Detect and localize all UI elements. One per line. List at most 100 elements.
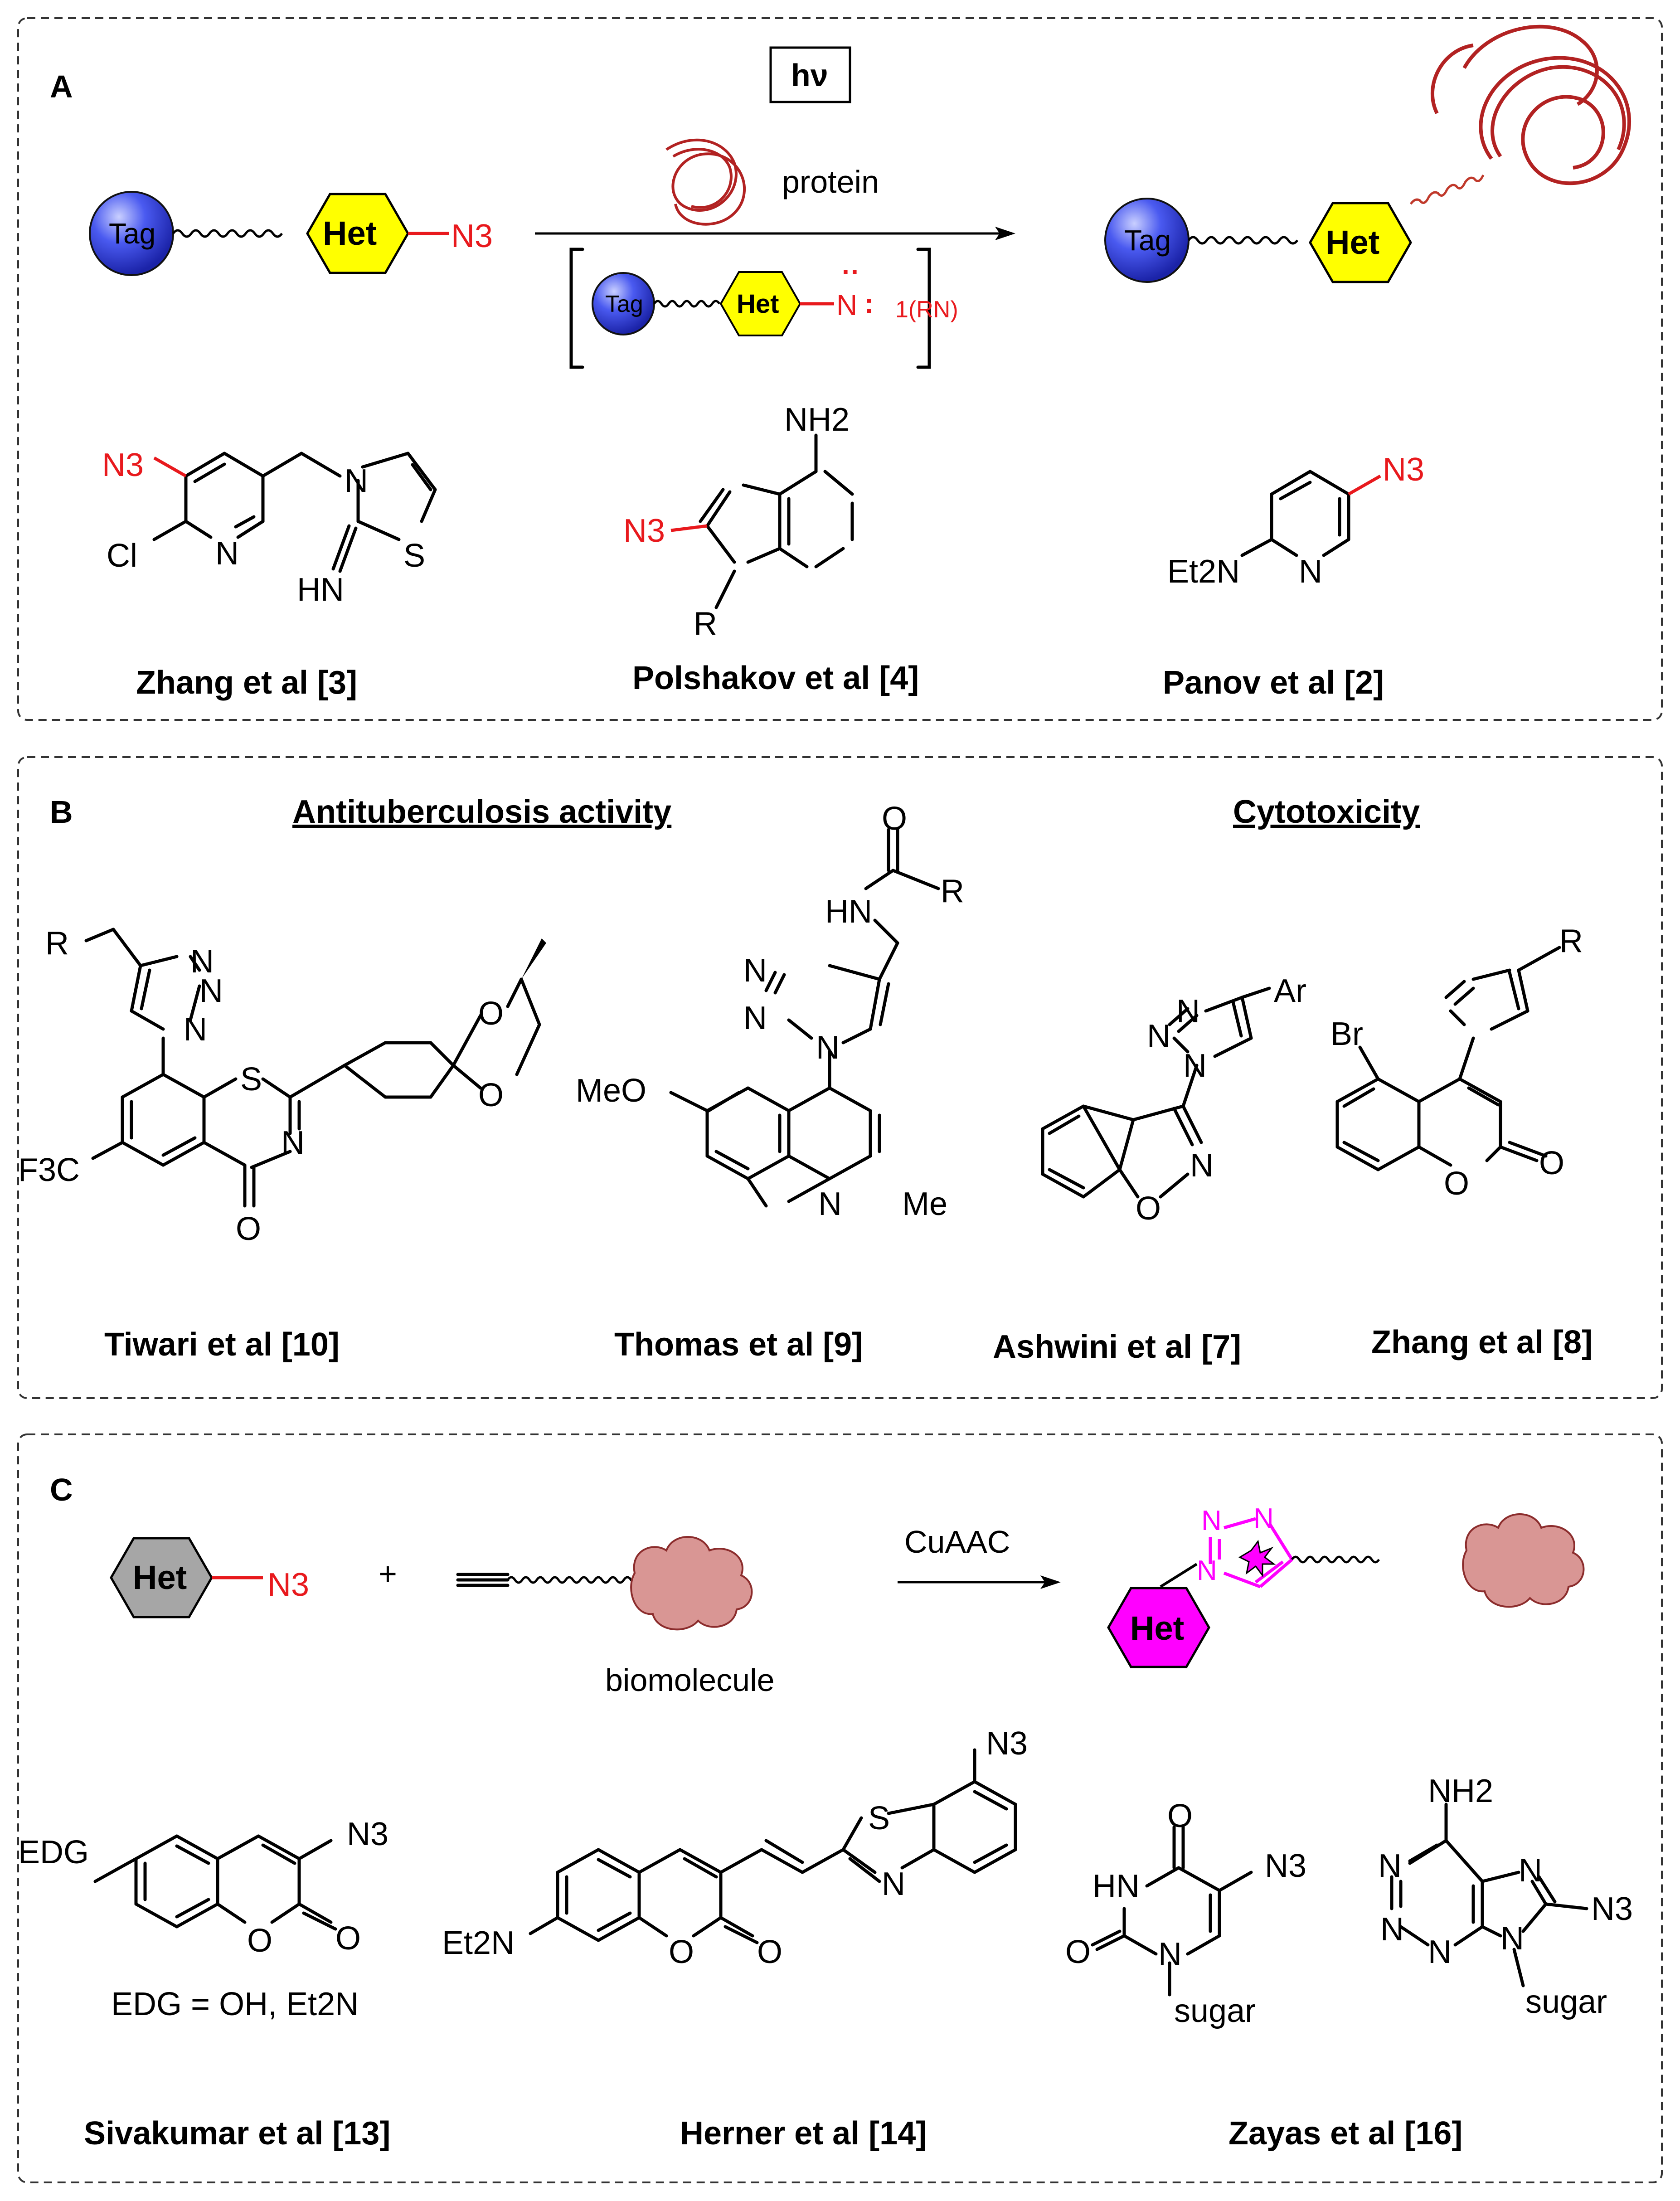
herner-14-structure: N3 S N Et2N O O [442,1725,1028,1970]
panel-a-frame [17,17,1663,721]
zhang3-n-thiazole: N [345,463,368,499]
thomas-n2: N [743,1000,767,1036]
linker-wavy-small [653,300,721,308]
thomas-n3: N [816,1030,840,1066]
reaction-arrowhead [995,227,1015,240]
tiwari-s: S [240,1061,262,1098]
tiwari-o: O [236,1211,261,1247]
tiwari-o1: O [478,996,504,1032]
zayas-n-a5: N [1500,1920,1524,1957]
tag-label-product: Tag [1124,224,1171,257]
tiwari-cf3: F3C [18,1152,80,1188]
panel-c: C Het N3 + biomolecule CuAAC N [17,1433,1663,2183]
sivakumar-edg-note: EDG = OH, Et2N [111,1986,359,2022]
catalysis-star-icon [1238,1540,1276,1578]
ref-panov-2: Panov et al [2] [1163,665,1384,701]
triazole-conjugate-product: N N N Het [1107,1503,1585,1668]
zayas-hn: HN [1092,1868,1140,1905]
tiwari-r: R [45,925,69,962]
ashwini-n1: N [1176,993,1200,1030]
ref-zayas-16: Zayas et al [16] [1228,2115,1462,2152]
ref-thomas-9: Thomas et al [9] [614,1326,863,1363]
azide-label: N3 [451,218,493,254]
thomas-n1: N [743,952,767,989]
plus-sign: + [379,1556,397,1591]
het-label-product: Het [1326,224,1379,261]
ashwini-7-structure: Ar N N N N O [1041,973,1306,1227]
herner-n: N [882,1866,905,1902]
nitrene-state-label: 1(RN) [895,296,958,323]
panel-b-frame [17,756,1663,1399]
het-label: Het [323,214,377,252]
panov-n3: N3 [1383,452,1424,488]
panel-a: A Tag Het N3 hν protein Tag [17,17,1663,721]
tiwari-10-structure: R N N N S N O F3C O O [18,925,546,1247]
nitrene-lone-pair-top: ·· [842,257,860,287]
light-box [769,46,851,103]
zayas-nh2: NH2 [1428,1773,1493,1809]
zayas-n3-uracil: N3 [1265,1848,1306,1884]
sivakumar-n3: N3 [347,1816,388,1852]
het-magenta-label: Het [1130,1609,1184,1647]
ref-zhang-3: Zhang et al [3] [136,665,357,701]
polshakov-r: R [694,606,717,642]
header-cytotoxicity: Cytotoxicity [1233,794,1420,830]
het-label-small: Het [737,289,779,319]
tag-label: Tag [109,217,155,250]
alkyne-biomolecule [456,1536,753,1631]
zhang3-hn: HN [297,572,344,608]
thomas-n4: N [818,1186,842,1222]
panel-c-frame [17,1433,1663,2183]
ashwini-ar: Ar [1274,973,1306,1009]
zhang8-o-ring: O [1444,1166,1469,1202]
zhang3-s: S [403,538,425,574]
panov-n: N [1299,554,1322,590]
het-azide-reactant: Het N3 [110,1537,309,1618]
het-hexagon-magenta [1107,1587,1210,1668]
zayas-o-bottom: O [1065,1934,1091,1970]
sivakumar-edg: EDG [18,1834,89,1871]
sivakumar-o-carbonyl: O [335,1920,361,1957]
zayas-o-top: O [1167,1798,1193,1834]
panel-c-label: C [50,1472,73,1507]
zayas-n-a4: N [1519,1852,1542,1889]
zayas-sugar-2: sugar [1525,1984,1607,2020]
panel-b: B Antituberculosis activity Cytotoxicity [17,756,1663,1399]
triazole-n3: N [1197,1555,1217,1586]
polshakov-n3: N3 [623,513,665,549]
zayas-n-a2: N [1380,1911,1404,1948]
zhang8-br: Br [1330,1016,1363,1052]
zayas-16-structure: O N3 HN O N sugar NH2 N N [1065,1773,1633,2029]
thomas-hn: HN [825,894,872,930]
zhang8-r: R [1559,923,1583,959]
herner-o-carbonyl: O [757,1934,782,1970]
thomas-r: R [941,873,964,909]
panov-2-structure: N3 Et2N N [1167,452,1424,590]
panov-et2n: Et2N [1167,554,1240,590]
zayas-n3-adenine: N3 [1591,1891,1633,1927]
zhang3-cl: Cl [107,538,137,574]
linker-wavy [172,229,283,238]
sivakumar-o-ring: O [247,1923,272,1959]
tiwari-o2: O [478,1077,504,1113]
ashwini-n2: N [1147,1018,1170,1054]
ref-zhang-8: Zhang et al [8] [1371,1324,1593,1360]
protein-label: protein [782,164,879,199]
protein-coil-large [1431,24,1631,185]
tiwari-n3: N [199,973,223,1009]
zayas-sugar-1: sugar [1174,1993,1256,2029]
het-hexagon-product [1309,202,1412,283]
zayas-n-uracil: N [1158,1936,1182,1973]
thomas-o: O [882,801,907,837]
nitrene-label: N [836,289,857,321]
panel-a-label: A [50,69,73,104]
zayas-n-a1: N [1378,1848,1402,1884]
zhang8-o-carbonyl: O [1539,1145,1564,1181]
tagged-het-azide: Tag Het N3 [89,191,493,276]
bracket-left [569,248,584,369]
biomolecule-blob-product [1462,1513,1585,1608]
light-label: hν [791,58,828,93]
biomolecule-blob [630,1536,753,1631]
nitrene-lone-pair-side: : [864,288,874,319]
zhang-8-structure: R Br O O [1330,923,1583,1202]
